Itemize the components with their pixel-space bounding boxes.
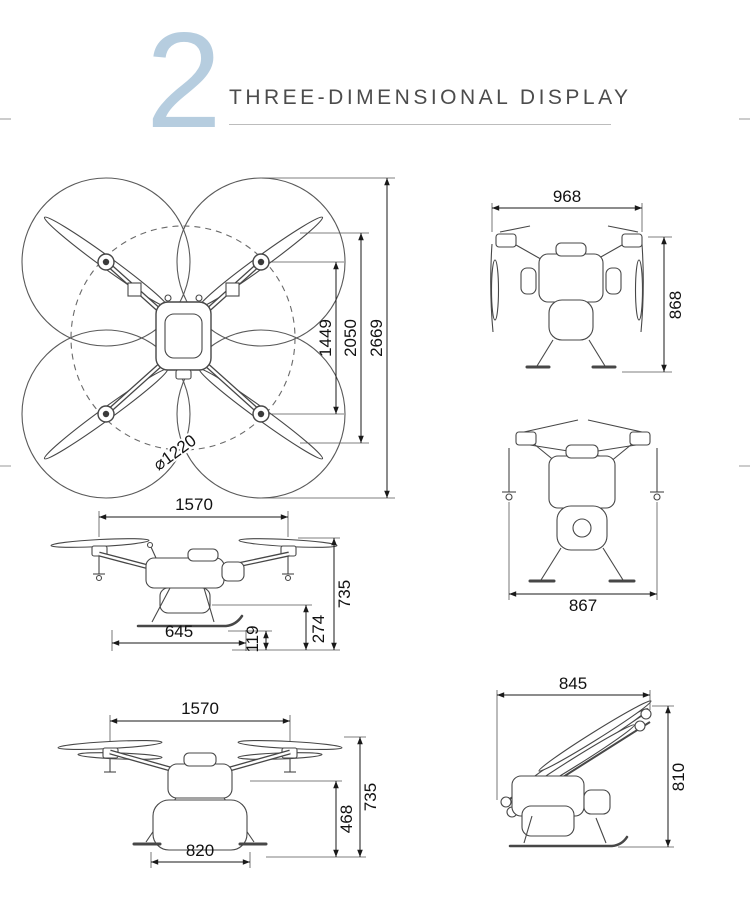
front-view-drawing — [490, 225, 644, 369]
rotor-circle — [176, 177, 346, 347]
drone-body — [538, 253, 604, 303]
dim-label-side-735: 735 — [335, 580, 354, 608]
dim-label-rotor-diameter: ⌀1220 — [150, 431, 200, 475]
drone-body — [145, 557, 225, 589]
folded-view-dimensions: 845 810 — [496, 674, 688, 848]
drone-body-inner — [164, 313, 203, 359]
landing-skid — [136, 614, 244, 628]
motor-pod — [629, 431, 651, 446]
front-view-dimensions: 968 868 — [491, 187, 685, 373]
dim-label-side-1570: 1570 — [175, 495, 213, 514]
dim-label-810: 810 — [669, 763, 688, 791]
spray-nozzle — [284, 574, 292, 582]
drone-body — [548, 455, 616, 509]
front-unfolded-drawing — [57, 740, 343, 851]
spray-nozzle — [505, 493, 513, 501]
spray-nozzle — [653, 493, 661, 501]
section-number: 2 — [146, 4, 222, 156]
dim-label-front-735: 735 — [361, 783, 380, 811]
dim-label-820: 820 — [186, 841, 214, 860]
side-view-dimensions: 1570 735 274 119 645 — [98, 495, 354, 653]
spray-tank — [152, 799, 248, 851]
spray-tank — [556, 505, 608, 551]
dim-label-845: 845 — [559, 674, 587, 693]
dim-label-119: 119 — [243, 625, 262, 652]
dim-label-1449: 1449 — [316, 319, 335, 357]
diameter-dashed-circle — [70, 225, 296, 451]
top-view-drawing — [21, 177, 346, 499]
title-underline — [229, 124, 611, 125]
motor-pod — [500, 796, 512, 808]
motor-pod — [634, 720, 646, 732]
rotor-circle — [21, 329, 191, 499]
rotor-circle — [21, 177, 191, 347]
motor-pod — [621, 233, 643, 248]
motor-pod — [515, 431, 537, 446]
spray-tank — [159, 587, 211, 614]
side-view-drawing — [50, 538, 338, 628]
dim-label-645: 645 — [165, 622, 193, 641]
rotor-circle — [176, 329, 346, 499]
print-marks — [0, 118, 750, 467]
dim-label-274: 274 — [309, 615, 328, 643]
spray-nozzle — [95, 574, 103, 582]
dim-label-2669: 2669 — [367, 319, 386, 357]
page-title: THREE-DIMENSIONAL DISPLAY — [229, 86, 632, 109]
rear-view-drawing — [502, 419, 664, 583]
rear-view-dimensions: 867 — [508, 502, 658, 615]
dim-label-2050: 2050 — [341, 319, 360, 357]
drone-body — [167, 763, 233, 799]
dim-label-867: 867 — [569, 596, 597, 615]
antenna — [146, 541, 154, 549]
front-unfolded-dimensions: 1570 735 468 820 — [109, 699, 380, 868]
spray-tank — [521, 805, 575, 837]
landing-skid — [508, 835, 629, 848]
gps-module — [225, 282, 240, 297]
gps-module — [127, 282, 142, 297]
dim-label-968: 968 — [553, 187, 581, 206]
motor-pod — [640, 708, 652, 720]
folded-prop — [538, 700, 652, 772]
dim-label-468: 468 — [337, 805, 356, 833]
motor-pod — [495, 233, 517, 248]
dim-label-868: 868 — [666, 291, 685, 319]
spray-tank — [548, 299, 594, 341]
dim-label-front-1570: 1570 — [181, 699, 219, 718]
folded-view-drawing — [500, 700, 652, 848]
